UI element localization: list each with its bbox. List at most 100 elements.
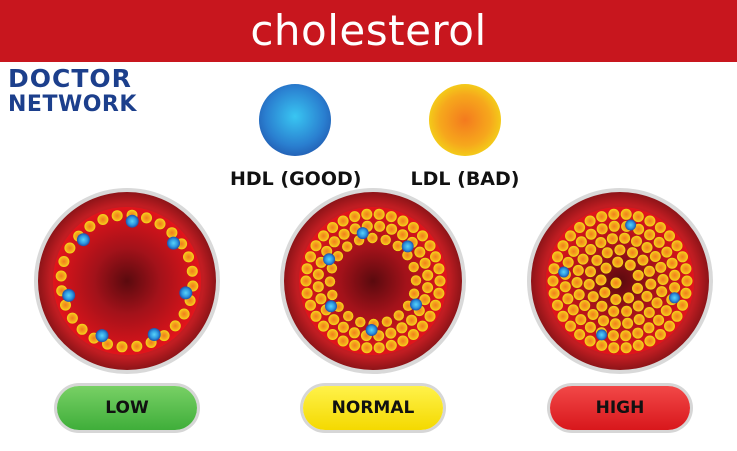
ldl-particle — [186, 265, 198, 277]
ldl-particle — [574, 222, 586, 233]
ldl-particle — [567, 304, 579, 316]
ldl-particle — [407, 222, 419, 233]
ldl-particle — [653, 314, 665, 326]
ldl-particle — [571, 277, 583, 288]
ldl-particle — [669, 282, 681, 294]
ldl-particle — [397, 215, 409, 227]
ldl-particle — [632, 282, 643, 294]
ldl-particle — [610, 294, 622, 305]
ldl-particle — [154, 218, 166, 230]
particles-low — [55, 209, 199, 353]
ldl-particle — [623, 292, 635, 304]
ldl-particle — [131, 340, 143, 352]
ldl-particle — [664, 230, 675, 242]
ldl-particle — [361, 208, 373, 220]
ldl-particle — [327, 289, 338, 301]
ldl-particle — [402, 250, 413, 261]
ldl-particle — [300, 275, 312, 287]
ldl-particle — [557, 240, 569, 252]
ldl-particle — [614, 244, 626, 256]
ldl-particle — [657, 274, 669, 285]
ldl-particle — [417, 320, 428, 332]
ldl-particle — [632, 211, 644, 223]
level-label-high: HIGH — [595, 398, 645, 418]
ldl-particle — [557, 310, 569, 322]
ldl-particle — [620, 330, 632, 342]
ldl-particle — [310, 240, 322, 252]
ldl-particle — [584, 321, 596, 333]
ldl-particle — [349, 339, 361, 351]
ldl-particle — [677, 251, 688, 263]
ldl-particle — [310, 310, 322, 322]
ldl-particle — [644, 229, 656, 241]
ldl-particle — [407, 329, 419, 340]
ldl-particle — [680, 263, 692, 275]
hdl-ball-icon — [259, 84, 331, 156]
ldl-particle — [324, 276, 336, 287]
ldl-particle — [76, 323, 88, 335]
vessel-normal — [280, 188, 466, 374]
ldl-particle — [397, 335, 409, 347]
ldl-particle — [547, 275, 559, 287]
ldl-particle — [655, 261, 667, 273]
logo-line1: DOCTOR — [8, 64, 132, 93]
hdl-particle — [76, 233, 90, 247]
ldl-particle — [386, 223, 398, 235]
level-label-low: LOW — [105, 398, 149, 418]
hdl-particle — [365, 324, 378, 336]
ldl-particle — [408, 288, 420, 299]
ldl-particle — [631, 235, 642, 247]
ldl-particle — [361, 342, 373, 354]
level-pill-low: LOW — [57, 386, 197, 430]
ldl-particle — [385, 327, 397, 339]
ldl-particle — [575, 236, 587, 248]
ldl-particle — [84, 220, 96, 232]
ldl-particle — [632, 300, 644, 312]
ldl-particle — [608, 342, 620, 354]
ldl-particle — [373, 208, 385, 220]
ldl-particle — [419, 257, 431, 269]
ldl-particle — [301, 287, 313, 299]
vessel-high — [527, 188, 713, 374]
ldl-particle — [337, 335, 349, 347]
ldl-particle — [610, 277, 622, 289]
ldl-particle — [680, 287, 692, 299]
hdl-particle — [669, 292, 680, 304]
ldl-particle — [419, 294, 431, 306]
ldl-particle — [396, 322, 408, 334]
ldl-particle — [585, 244, 597, 255]
ldl-particle — [430, 251, 441, 263]
vessel-low — [34, 188, 220, 374]
ldl-particle — [568, 245, 580, 257]
ldl-particle — [606, 233, 618, 245]
ldl-particle — [380, 234, 391, 246]
ldl-particle — [433, 287, 445, 299]
ldl-particle — [598, 315, 609, 327]
ldl-particle — [651, 297, 663, 309]
ldl-particle — [645, 278, 657, 290]
ldl-particle — [381, 316, 393, 327]
ldl-particle — [116, 341, 128, 353]
ldl-particle — [178, 308, 190, 320]
ldl-particle — [574, 329, 586, 340]
ldl-particle — [600, 262, 612, 274]
ldl-particle — [312, 281, 324, 293]
ldl-particle — [385, 339, 397, 351]
ldl-particle — [608, 220, 620, 232]
ldl-particle — [596, 300, 608, 312]
ldl-particle — [169, 320, 181, 332]
ldl-particle — [595, 237, 607, 248]
ldl-particle — [596, 223, 608, 235]
ldl-particle — [417, 230, 428, 242]
ldl-particle — [97, 214, 109, 225]
ldl-particle — [609, 318, 621, 330]
ldl-particle — [585, 228, 597, 240]
ldl-particle — [584, 215, 596, 227]
ldl-particle — [660, 305, 672, 317]
level-label-normal: NORMAL — [331, 398, 415, 418]
ldl-particle — [562, 256, 574, 268]
ldl-particle — [587, 309, 599, 320]
legend-hdl: HDL (GOOD) — [230, 84, 361, 190]
hdl-particle — [558, 266, 570, 278]
ldl-particle — [585, 266, 596, 278]
